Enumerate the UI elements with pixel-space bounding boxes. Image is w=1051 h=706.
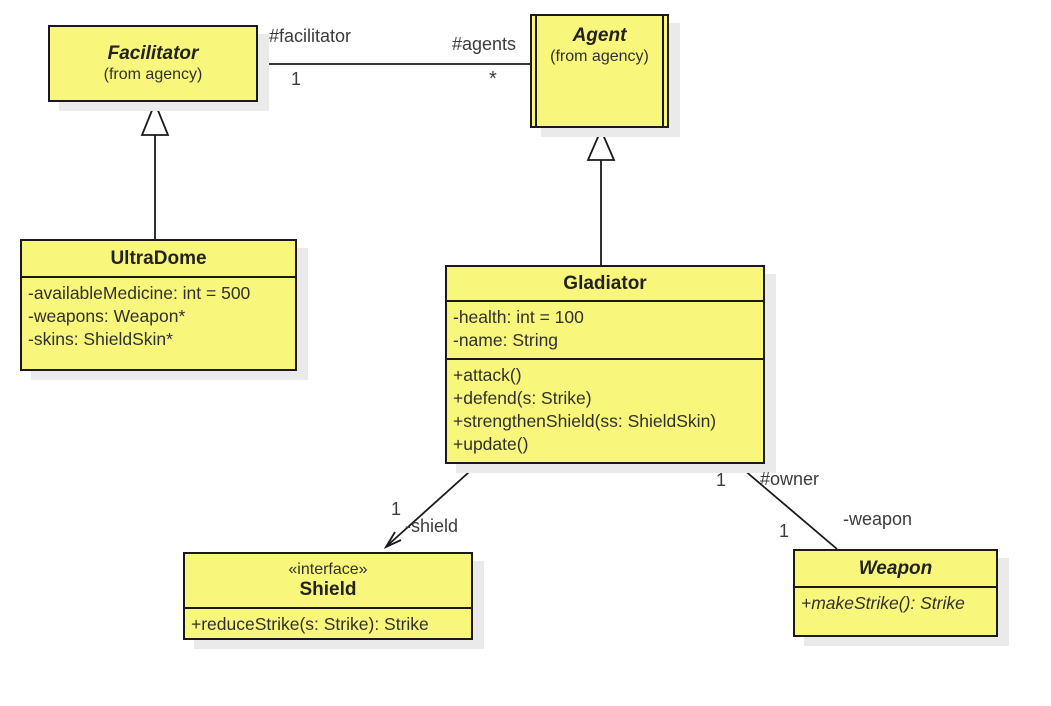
ultradome-attribute: -skins: ShieldSkin* [28, 329, 173, 349]
gladiator-attribute: -name: String [453, 330, 559, 350]
class-box-facilitator: Facilitator (from agency) [48, 25, 258, 102]
edge-label-owner-role: #owner [760, 469, 820, 489]
edge-label-facilitator-role: #facilitator [269, 26, 352, 46]
edge-label-weapon-role: -weapon [843, 509, 913, 529]
shield-stereotype: «interface» [288, 561, 368, 578]
class-box-agent: Agent (from agency) [530, 14, 669, 128]
gladiator-method: +defend(s: Strike) [453, 388, 592, 408]
association-gladiator-shield-open-arrowhead [383, 531, 402, 550]
shield-class-name: Shield [299, 579, 357, 600]
gladiator-attributes-compartment: -health: int = 100 -name: String [447, 300, 763, 358]
ultradome-class-name: UltraDome [110, 247, 207, 269]
gladiator-attribute: -health: int = 100 [453, 307, 584, 327]
edge-label-facilitator-multiplicity: 1 [291, 69, 302, 89]
edge-label-owner-multiplicity: 1 [716, 470, 727, 490]
agent-package-ref: (from agency) [550, 48, 649, 65]
gladiator-method: +attack() [453, 365, 522, 385]
class-box-shield: «interface» Shield +reduceStrike(s: Stri… [183, 552, 473, 640]
class-box-ultradome: UltraDome -availableMedicine: int = 500 … [20, 239, 297, 371]
generalization-gladiator-agent-arrowhead [586, 127, 616, 161]
facilitator-package-ref: (from agency) [103, 66, 203, 83]
weapon-title-compartment: Weapon [795, 551, 996, 586]
edge-label-agents-multiplicity: * [489, 68, 497, 90]
edge-label-weapon-multiplicity: 1 [779, 521, 790, 541]
class-box-weapon: Weapon +makeStrike(): Strike [793, 549, 998, 637]
association-gladiator-shield-line [387, 463, 479, 546]
generalization-ultradome-facilitator-arrowhead [140, 100, 170, 136]
edge-label-agents-role: #agents [452, 34, 517, 54]
weapon-methods-compartment: +makeStrike(): Strike [795, 586, 996, 615]
agent-title-compartment: Agent (from agency) [532, 16, 667, 126]
agent-class-name: Agent [572, 25, 627, 46]
gladiator-method: +update() [453, 434, 529, 454]
ultradome-attribute: -weapons: Weapon* [28, 306, 186, 326]
weapon-method: +makeStrike(): Strike [801, 593, 965, 613]
facilitator-class-name: Facilitator [107, 43, 199, 64]
shield-methods-compartment: +reduceStrike(s: Strike): Strike [185, 607, 471, 636]
ultradome-attributes-compartment: -availableMedicine: int = 500 -weapons: … [22, 276, 295, 351]
gladiator-class-name: Gladiator [563, 272, 647, 294]
gladiator-title-compartment: Gladiator [447, 267, 763, 300]
edge-label-shield-multiplicity: 1 [391, 499, 402, 519]
weapon-class-name: Weapon [858, 557, 933, 579]
facilitator-title-compartment: Facilitator (from agency) [50, 27, 256, 100]
ultradome-attribute: -availableMedicine: int = 500 [28, 283, 251, 303]
ultradome-title-compartment: UltraDome [22, 241, 295, 276]
shield-title-compartment: «interface» Shield [185, 554, 471, 607]
class-box-gladiator: Gladiator -health: int = 100 -name: Stri… [445, 265, 765, 464]
shield-method: +reduceStrike(s: Strike): Strike [191, 614, 429, 634]
gladiator-methods-compartment: +attack() +defend(s: Strike) +strengthen… [447, 358, 763, 456]
gladiator-method: +strengthenShield(ss: ShieldSkin) [453, 411, 717, 431]
edge-label-shield-role: -shield [405, 516, 459, 536]
association-gladiator-weapon-line [736, 463, 838, 550]
